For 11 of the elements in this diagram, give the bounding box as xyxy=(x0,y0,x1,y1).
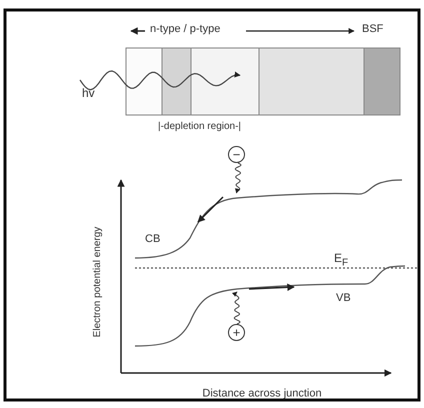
band-label: VB xyxy=(336,293,351,304)
charge-symbol: − xyxy=(228,146,245,163)
charge-symbol: + xyxy=(228,324,245,341)
region-label: |-depletion region-| xyxy=(158,122,242,132)
region-label: BSF xyxy=(362,24,384,35)
axis-label: Distance across junction xyxy=(202,388,322,400)
band-label: CB xyxy=(145,234,160,245)
region-label: n-type / p-type xyxy=(150,24,220,35)
level-label: E$_{F}$ xyxy=(334,252,348,268)
axis-label: Electron potential energy xyxy=(93,226,103,338)
photon-label: hv xyxy=(82,87,95,99)
